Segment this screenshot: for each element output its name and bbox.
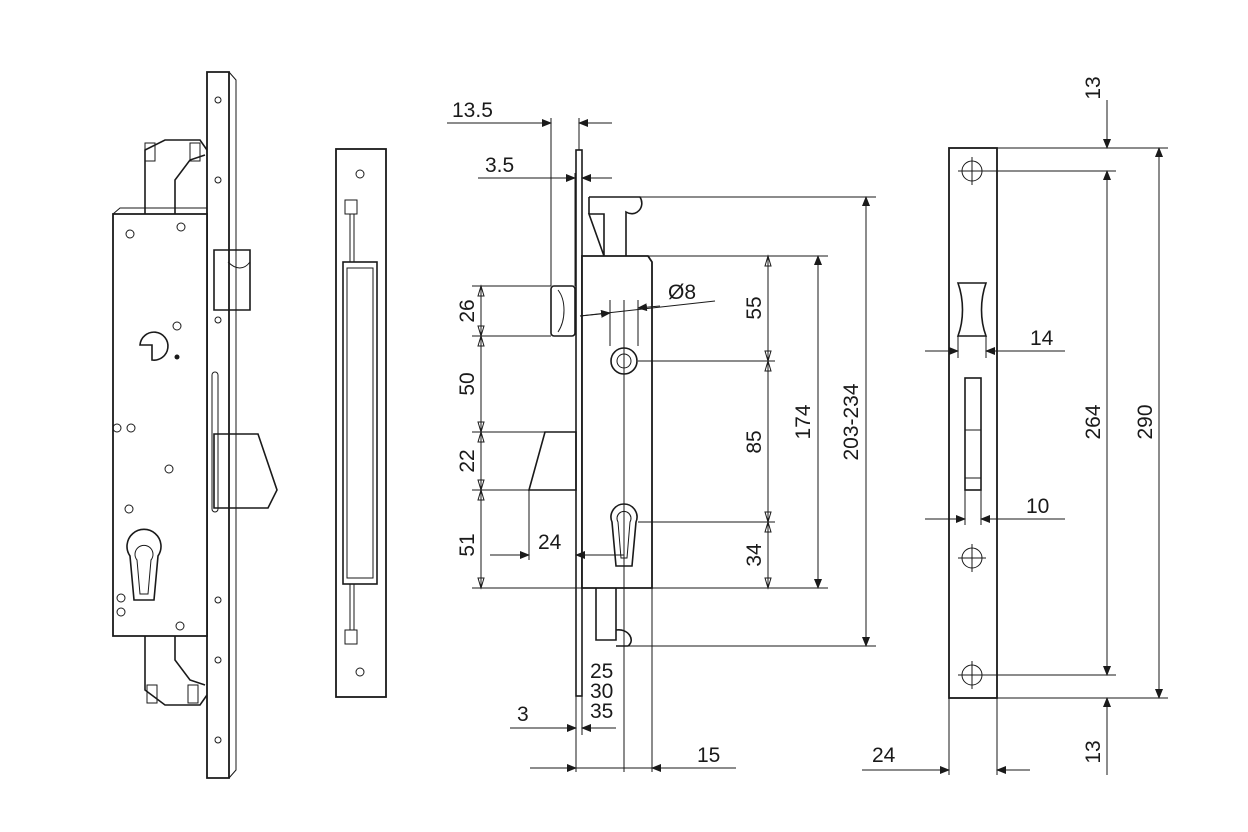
dim-14: 14 <box>1030 327 1054 350</box>
dim-22: 22 <box>456 449 479 472</box>
dim-diameter-8: Ø8 <box>668 281 696 304</box>
dim-174: 174 <box>792 404 815 439</box>
dim-15: 15 <box>697 744 720 767</box>
dim-26: 26 <box>456 299 479 322</box>
dim-3-5: 3.5 <box>485 154 514 177</box>
dim-25: 25 <box>590 660 613 683</box>
dim-51: 51 <box>456 533 479 556</box>
faceplate-front-view <box>948 147 998 699</box>
dim-55: 55 <box>743 296 766 319</box>
lock-perspective-view <box>112 71 278 779</box>
dim-10: 10 <box>1026 495 1049 518</box>
dim-50: 50 <box>456 372 479 395</box>
dim-85: 85 <box>743 430 766 453</box>
dim-13-top: 13 <box>1082 76 1105 99</box>
dim-203-234: 203-234 <box>840 383 863 460</box>
strike-plate-view <box>335 148 387 698</box>
dimension-lines <box>447 100 1168 775</box>
dim-35: 35 <box>590 700 613 723</box>
dim-3: 3 <box>517 703 529 726</box>
dim-13-5: 13.5 <box>452 99 493 122</box>
dim-30: 30 <box>590 680 613 703</box>
lock-case <box>112 213 208 637</box>
dim-24-plate: 24 <box>872 744 896 767</box>
dim-34: 34 <box>743 543 766 567</box>
dimension-labels: 13.5 3.5 26 50 22 51 24 Ø8 55 85 34 174 … <box>452 76 1157 767</box>
dim-264: 264 <box>1082 404 1105 439</box>
dim-24-bolt: 24 <box>538 531 562 554</box>
dim-290: 290 <box>1134 404 1157 439</box>
dim-13-bottom: 13 <box>1082 740 1105 763</box>
